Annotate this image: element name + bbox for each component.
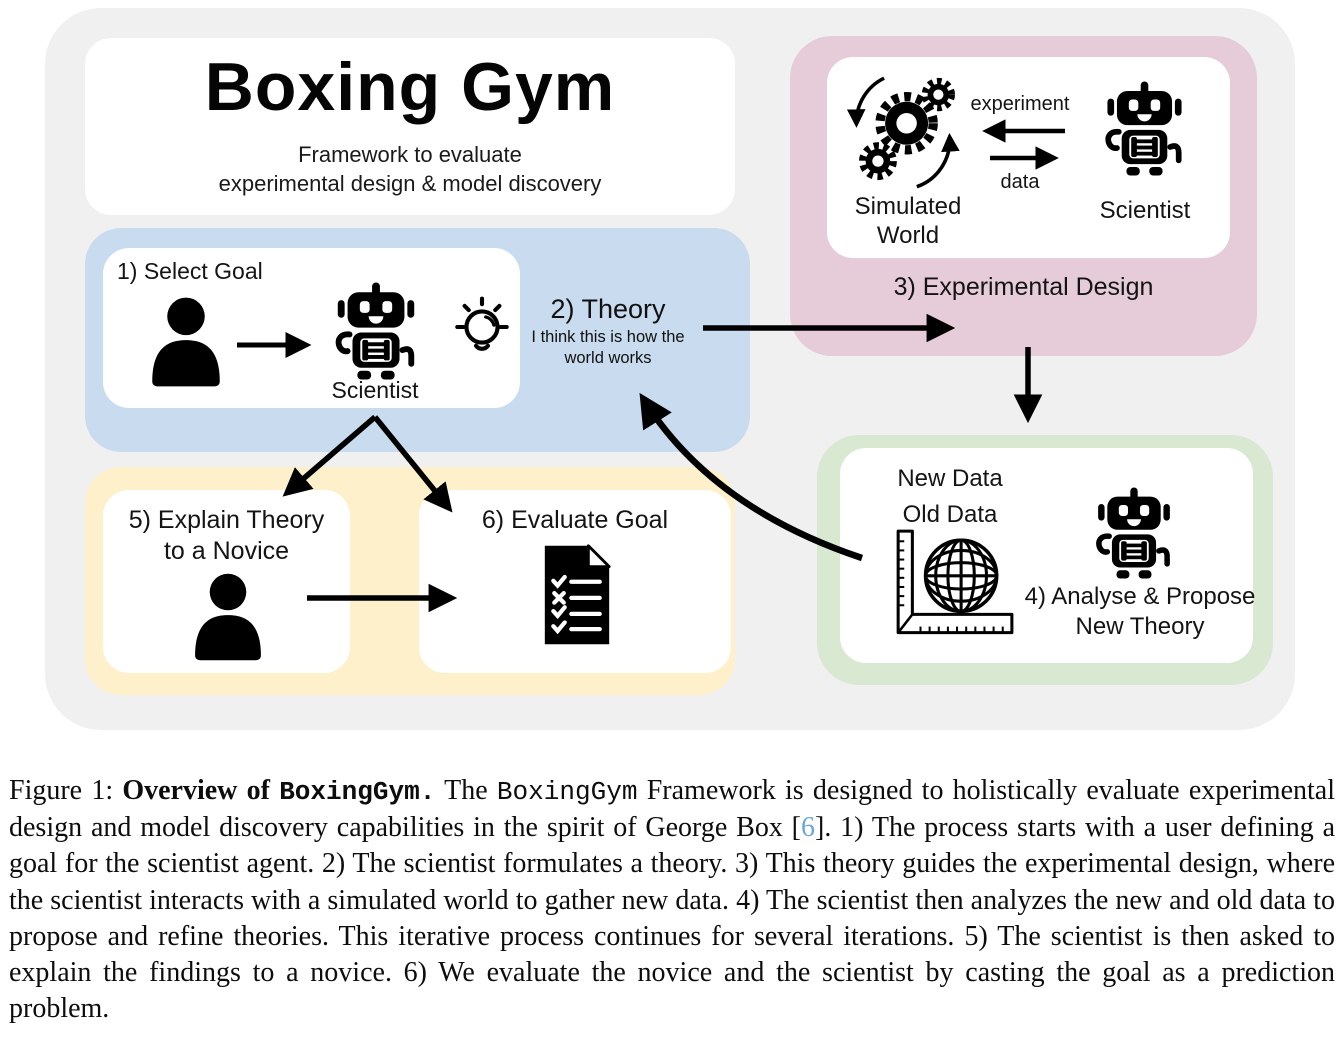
caption-text: The [435,775,497,806]
step6-label: 6) Evaluate Goal [481,506,669,534]
step3-scientist-label: Scientist [1099,197,1191,224]
step2-thought: I think this is how the world works [531,328,685,367]
simulated-world-label: Simulated World [854,193,962,249]
new-data-label: New Data [897,465,1003,492]
caption-bold-name: BoxingGym. [279,777,436,807]
figure-subtitle: Framework to evaluate experimental desig… [85,140,735,198]
novice-user-icon [195,573,261,661]
old-data-label: Old Data [902,501,998,528]
title-card [85,38,735,215]
experiment-arrow-label: experiment [970,93,1070,115]
subtitle-line1: Framework to evaluate [298,142,522,167]
user-icon [152,297,220,387]
step4-robot-icon [1088,486,1180,580]
step1-scientist-label: Scientist [331,377,419,403]
step2-label: 2) Theory [550,294,666,324]
step4-label: 4) Analyse & Propose New Theory [1024,583,1256,640]
step1-label: 1) Select Goal [117,258,263,284]
caption-body-1: Framework is designed to holistically ev… [9,775,1335,844]
caption-bold-intro: Overview of [122,775,280,806]
step3-label: 3) Experimental Design [893,273,1154,301]
caption-mono-name: BoxingGym [496,777,638,807]
subtitle-line2: experimental design & model discovery [218,171,602,196]
step3-robot-icon [1097,80,1192,177]
figure-title: Boxing Gym [204,49,616,125]
globe-axes-icon [896,529,1014,635]
scientist-robot-icon [327,281,425,381]
caption-figure-label: Figure 1: [9,775,123,806]
step5-label: 5) Explain Theory to a Novice [128,506,325,565]
checklist-document-icon [544,544,611,645]
gears-cycle-icon [846,76,960,189]
figure-caption: Figure 1: Overview of BoxingGym. The Box… [9,773,1335,1027]
step2-theory: 2) Theory I think this is how the world … [513,294,703,369]
data-arrow-label: data [1000,171,1040,193]
caption-body-2: ]. 1) The process starts with a user def… [9,812,1336,1025]
citation-link[interactable]: 6 [801,812,815,844]
idea-lightbulb-icon [455,296,509,351]
